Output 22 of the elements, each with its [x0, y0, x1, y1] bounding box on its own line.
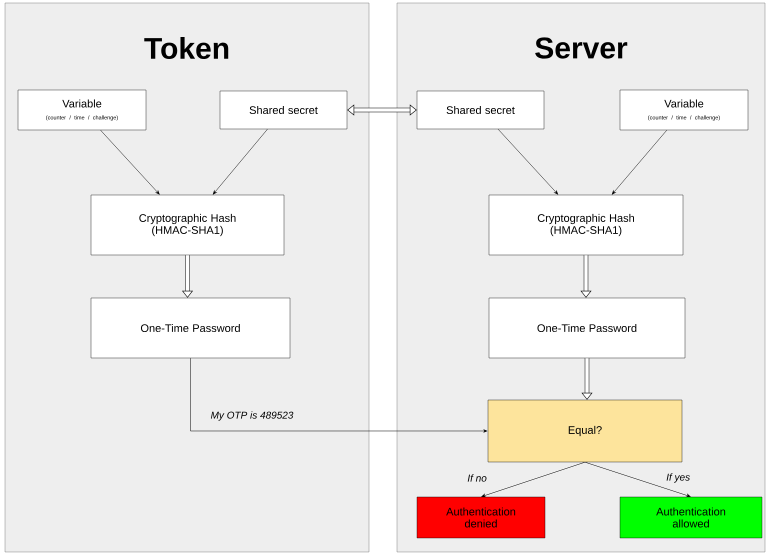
arrow	[212, 128, 268, 195]
process-box: One-Time Password	[90, 298, 290, 358]
arrow	[190, 358, 488, 433]
process-box: Shared secret	[220, 90, 348, 130]
arrow	[347, 104, 417, 116]
arrow	[100, 130, 160, 195]
process-box: Cryptographic Hash (HMAC-SHA1)	[90, 194, 284, 256]
arrow	[498, 128, 558, 195]
result-box: Authentication denied	[416, 496, 546, 538]
process-box: Cryptographic Hash (HMAC-SHA1)	[488, 194, 684, 256]
edge-label: If no	[468, 474, 486, 482]
panel-title: Server	[535, 37, 628, 59]
panel-title: Token	[144, 36, 228, 60]
arrow	[481, 462, 586, 498]
decision-box: Equal?	[488, 400, 682, 462]
process-box: Shared secret	[416, 90, 544, 130]
edge-label: If yes	[666, 473, 690, 483]
edge-label: My OTP is 489523	[210, 411, 294, 421]
process-box: One-Time Password	[488, 298, 686, 358]
arrow	[584, 462, 691, 498]
arrow	[612, 130, 668, 195]
result-box: Authentication allowed	[620, 496, 762, 538]
